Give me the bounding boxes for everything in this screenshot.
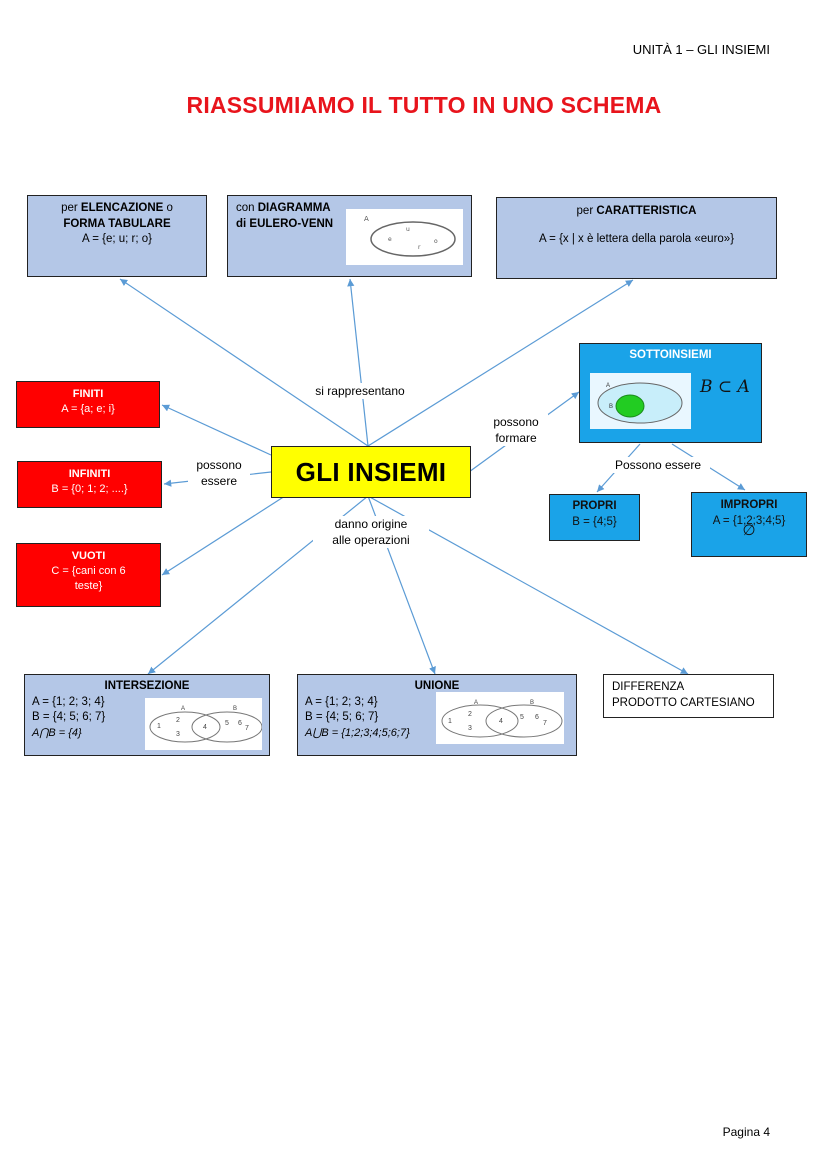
venn-number: 2 — [176, 717, 180, 724]
page-title: RIASSUMIAMO IL TUTTO IN UNO SCHEMA — [186, 92, 662, 118]
label-possono-essere-sub: Possono essere — [606, 457, 710, 474]
subset-venn-image: A B — [590, 373, 691, 429]
venn-number: 7 — [245, 725, 249, 732]
characteristic-box: per CARATTERISTICA A = {x | x è lettera … — [496, 197, 777, 279]
arrow-to-characteristic — [367, 279, 634, 447]
venn-number: 1 — [157, 723, 161, 730]
finiti-box: FINITI A = {a; e; i} — [16, 381, 160, 428]
impropri-box: IMPROPRI A = {1;2;3;4;5} ∅ — [691, 492, 807, 557]
arrow-to-vuoti — [161, 495, 286, 576]
arrow-to-tabular — [119, 278, 369, 447]
differenza-box: DIFFERENZA PRODOTTO CARTESIANO — [603, 674, 774, 718]
venn-number: 6 — [238, 720, 242, 727]
venn-number: 2 — [468, 711, 472, 718]
venn-number: 3 — [468, 725, 472, 732]
venn-number: 5 — [520, 714, 524, 721]
unit-header: UNITÀ 1 – GLI INSIEMI — [632, 42, 770, 57]
venn-number: 7 — [543, 720, 547, 727]
venn-set-label: A — [474, 700, 478, 706]
tabular-form-box: per ELENCAZIONE o FORMA TABULARE A = {e;… — [27, 195, 207, 277]
subset-venn-label-b: B — [609, 404, 613, 410]
label-si-rappresentano: si rappresentano — [300, 383, 420, 400]
subset-notation: B ⊂ A — [700, 377, 750, 397]
page-number: Pagina 4 — [722, 1125, 770, 1139]
venn-number: 4 — [499, 718, 503, 725]
label-possono-essere: possono essere — [188, 457, 250, 490]
venn-number: 5 — [225, 720, 229, 727]
venn-number: 6 — [535, 714, 539, 721]
center-node: GLI INSIEMI — [271, 446, 471, 498]
venn-number: 4 — [203, 724, 207, 731]
label-danno-origine: danno origine alle operazioni — [313, 516, 429, 549]
venn-number: 1 — [448, 718, 452, 725]
subset-venn-label-a: A — [606, 383, 610, 389]
propri-box: PROPRI B = {4;5} — [549, 494, 640, 541]
venn-set-label: A — [364, 215, 369, 223]
venn-diagram-image: A e u r o — [346, 209, 463, 265]
venn-set-label: B — [233, 706, 237, 712]
intersezione-venn-image: A B 1 2 3 4 5 6 7 — [145, 698, 263, 750]
infiniti-box: INFINITI B = {0; 1; 2; ....} — [17, 461, 162, 508]
venn-set-label: A — [181, 706, 185, 712]
arrow-to-finiti — [161, 404, 272, 456]
venn-element: e — [388, 236, 392, 243]
venn-element: u — [406, 226, 410, 233]
venn-element: r — [418, 244, 421, 251]
venn-set-label: B — [530, 700, 534, 706]
venn-element: o — [434, 238, 438, 245]
venn-number: 3 — [176, 731, 180, 738]
arrow-to-venn — [347, 278, 369, 447]
vuoti-box: VUOTI C = {cani con 6 teste} — [16, 543, 161, 607]
unione-venn-image: A B 1 2 3 4 5 6 7 — [436, 692, 564, 744]
label-possono-formare: possono formare — [484, 414, 548, 447]
